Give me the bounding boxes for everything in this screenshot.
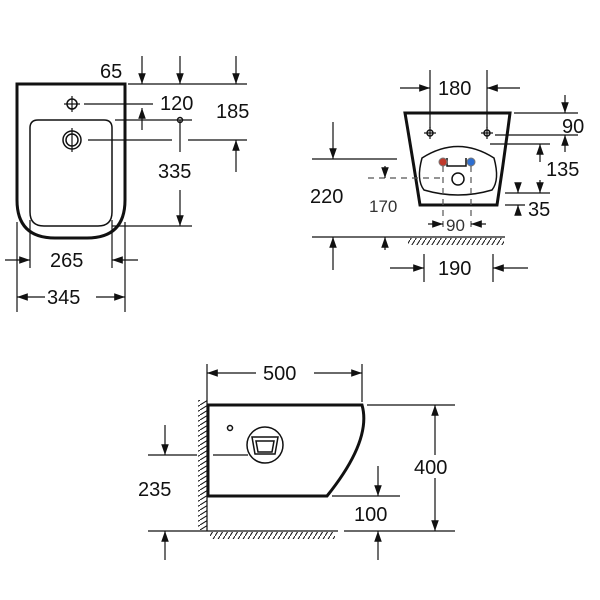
tap-hole-icon [64,96,80,112]
bidet-outline-side [206,403,366,498]
dim-500: 500 [263,363,296,385]
dim-220: 220 [310,186,343,208]
hot-water-inlet-icon [438,157,448,167]
dim-190: 190 [438,258,471,280]
front-view: 180 90 135 35 220 170 90 190 [310,70,584,282]
floor-hatching-side [210,532,335,539]
tap-hole-side-icon [226,424,234,432]
bowl-outline-top [29,119,113,227]
drain-hole-icon [62,128,82,152]
dim-90-bottom: 90 [446,216,465,235]
top-view: 65 120 185 335 265 345 [5,56,249,312]
side-view: 235 500 400 100 [138,363,455,560]
dim-35: 35 [528,199,550,221]
floor-hatching-front [408,238,504,245]
dim-185: 185 [216,101,249,123]
dim-345: 345 [47,287,80,309]
bidet-outline-top [15,82,127,240]
dim-235: 235 [138,479,171,501]
fixing-hole-right-icon [481,127,493,139]
dim-120: 120 [160,93,193,115]
fixing-bracket-icon [246,426,284,464]
fixing-plate-outline [418,145,498,196]
dim-170: 170 [369,197,397,216]
dim-65: 65 [100,61,122,83]
dim-335: 335 [158,161,191,183]
dim-100: 100 [354,504,387,526]
waste-outlet-icon [451,172,465,186]
fixing-hole-left-icon [424,127,436,139]
dim-400: 400 [414,457,447,479]
dim-265: 265 [50,250,83,272]
dim-180: 180 [438,78,471,100]
dim-90-top: 90 [562,116,584,138]
cold-water-inlet-icon [466,157,476,167]
dim-135: 135 [546,159,579,181]
wall-hatching [198,400,207,530]
